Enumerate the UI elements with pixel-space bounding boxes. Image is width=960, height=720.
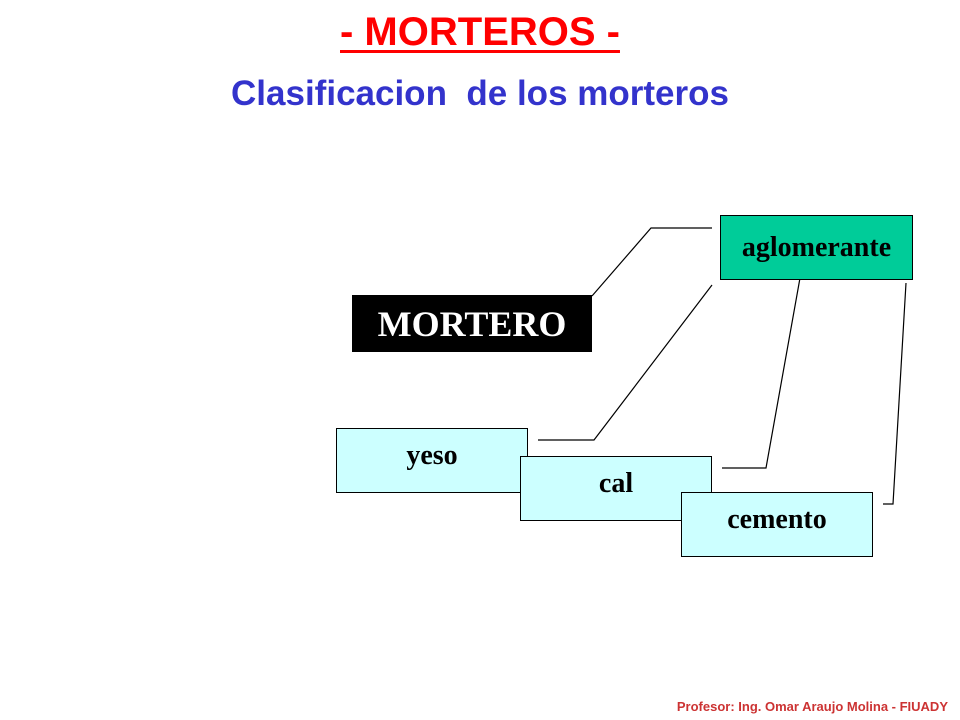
- cemento-label: cemento: [727, 503, 827, 535]
- aglomerante-box: aglomerante: [720, 215, 913, 280]
- mortero-label: MORTERO: [377, 303, 567, 344]
- connector-cemento: [883, 282, 907, 505]
- slide-title: - MORTEROS -: [340, 10, 620, 54]
- yeso-box: yeso: [336, 428, 528, 493]
- cemento-box: cemento: [681, 492, 873, 557]
- cal-box: cal: [520, 456, 712, 521]
- connector-cal: [722, 277, 801, 469]
- yeso-label: yeso: [406, 439, 458, 471]
- aglomerante-label: aglomerante: [741, 231, 892, 263]
- mortero-box: MORTERO: [352, 295, 592, 352]
- connector-mortero-aglomerante: [591, 227, 712, 297]
- slide-subtitle: Clasificacion de los morteros: [231, 74, 729, 113]
- connector-yeso: [538, 284, 713, 441]
- cal-label: cal: [598, 467, 634, 499]
- footer-credit: Profesor: Ing. Omar Araujo Molina - FIUA…: [676, 699, 948, 714]
